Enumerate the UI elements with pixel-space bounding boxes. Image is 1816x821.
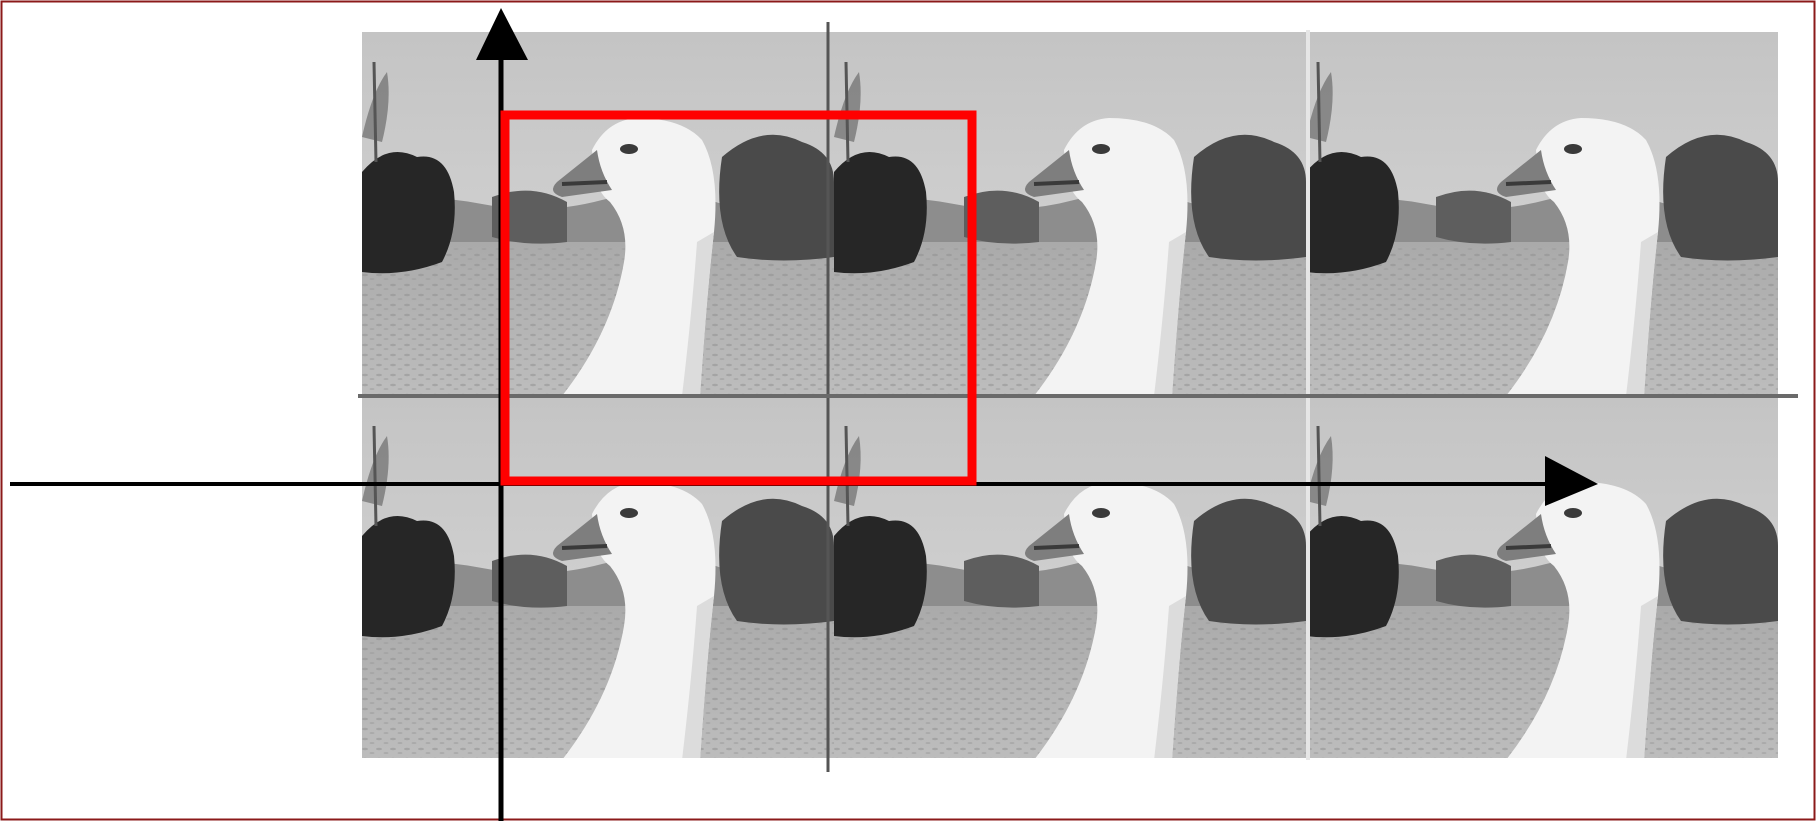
goose-tile-r2-c2 [834, 396, 1306, 760]
goose-tile-r1-c1 [362, 32, 834, 396]
goose-tile-r2-c1 [362, 396, 834, 760]
goose-tile-r1-c2 [834, 32, 1306, 396]
goose-tile-r2-c3 [1306, 396, 1778, 760]
goose-tile-r1-c3 [1306, 32, 1778, 396]
